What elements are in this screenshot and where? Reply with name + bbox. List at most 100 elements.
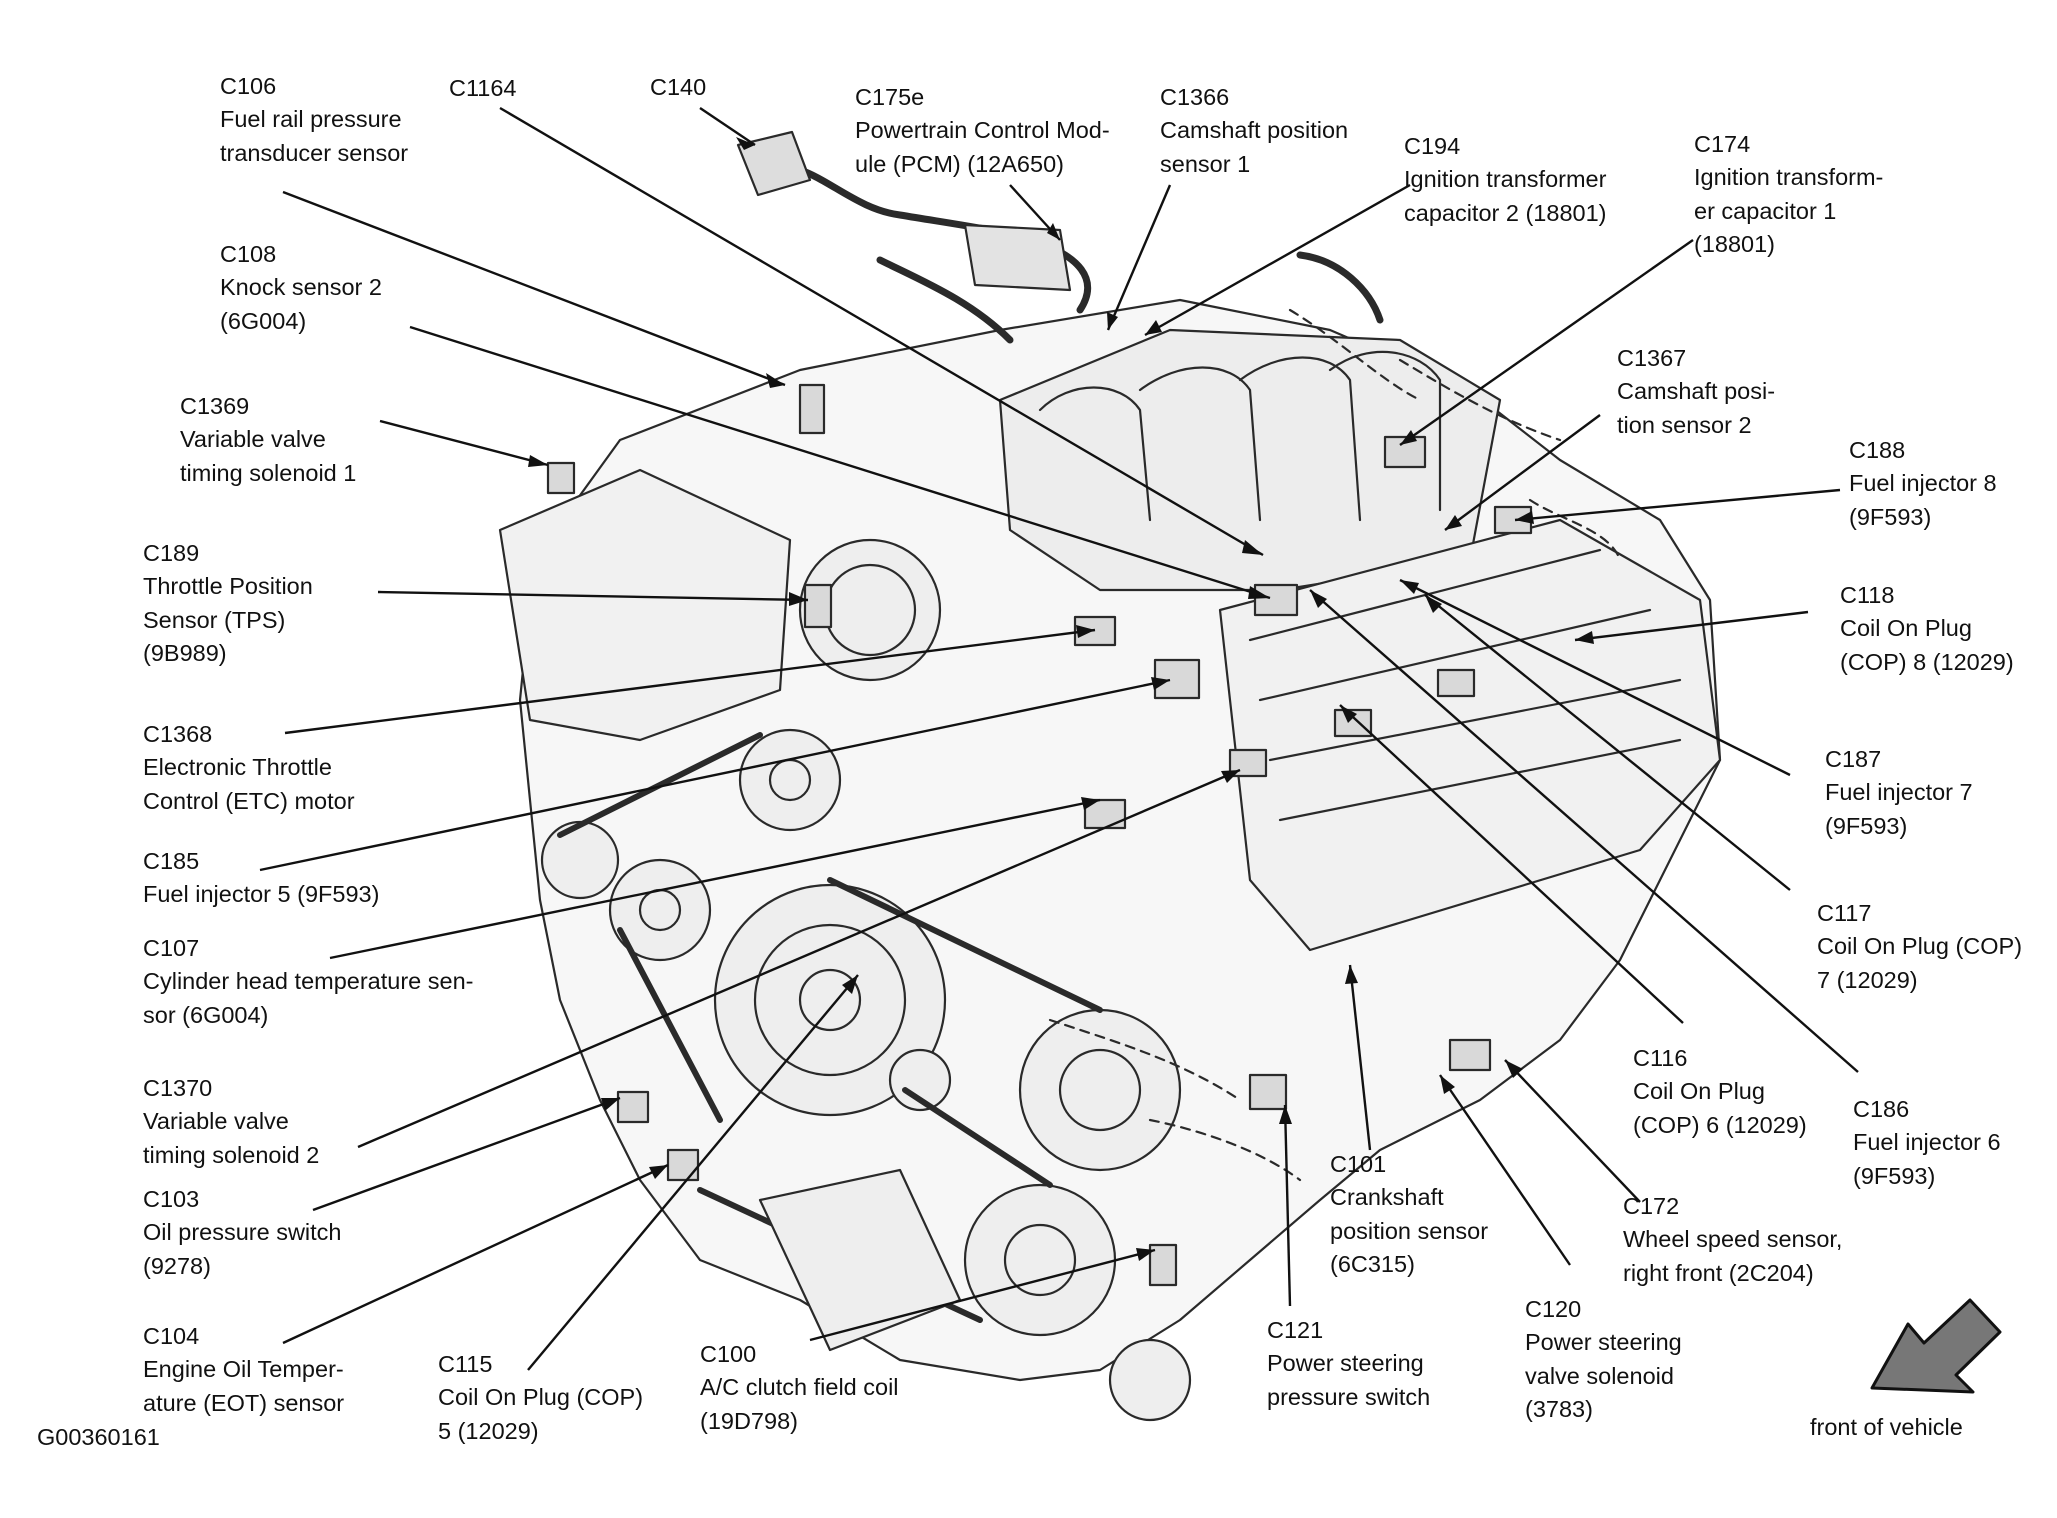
leader-c116 [1339,704,1684,1024]
callout-c140: C140 [650,71,706,104]
connector-code: C1367 [1617,345,1687,371]
leader-c172 [1504,1059,1641,1203]
leader-c189 [377,590,809,602]
connector-code: C185 [143,848,200,874]
connector-code: C188 [1849,437,1906,463]
ps-pulley [1018,1008,1182,1172]
connector-description: Fuel injector 7 (9F593) [1825,779,1973,839]
connector-description: Throttle Position Sensor (TPS) (9B989) [143,573,313,667]
connector-description: Coil On Plug (COP) 5 (12029) [438,1384,644,1444]
leader-c187 [1399,578,1791,777]
connector-code: C100 [700,1341,757,1367]
pcm-module [963,223,1072,292]
valve-cover-left [498,468,792,742]
connector-code: C1164 [449,75,517,101]
connector-code: C103 [143,1186,200,1212]
leader-c118 [1574,610,1809,642]
leader-c100 [809,1248,1156,1342]
connector-code: C106 [220,73,277,99]
connector-code: C140 [650,74,707,100]
connector-description: Fuel injector 5 (9F593) [143,881,380,908]
leader-c186 [1309,589,1859,1073]
valve-cover-right [1218,518,1722,952]
connector-description: Coil On Plug (COP) 8 (12029) [1840,615,2014,675]
connector-description: Power steering valve solenoid (3783) [1525,1329,1682,1423]
leader-c188 [1514,488,1841,522]
crank-pulley [713,883,947,1117]
connector-code: C117 [1817,900,1872,926]
leader-c1369 [379,419,549,467]
leader-c117 [1424,594,1791,891]
connector-code: C118 [1840,582,1895,608]
connector-description: A/C clutch field coil (19D798) [700,1374,899,1434]
connector-description: Coil On Plug (COP) 7 (12029) [1817,933,2023,993]
leader-c1368 [284,628,1096,735]
connector-code: C107 [143,935,200,961]
figure-id: G00360161 [37,1424,160,1450]
leader-c106 [282,190,786,387]
hidden-harness [1048,308,1622,1182]
connector-code: C104 [143,1323,200,1349]
throttle-body [798,538,942,682]
connector-description: Fuel injector 6 (9F593) [1853,1129,2001,1189]
leader-c103 [312,1096,621,1212]
connector-description: Power steering pressure switch [1267,1350,1431,1410]
connector-description: Powertrain Control Mod- ule (PCM) (12A65… [855,117,1110,177]
tensioner-pulley [738,728,842,832]
connector-description: Coil On Plug (COP) 6 (12029) [1633,1078,1807,1138]
leader-c185 [259,678,1171,872]
ac-pulley [963,1183,1117,1337]
front-of-vehicle-arrow-icon [1870,1298,2002,1394]
connector-code: C186 [1853,1096,1910,1122]
connector-description: Engine Oil Temper- ature (EOT) sensor [143,1356,345,1416]
connector-description: Variable valve timing solenoid 2 [143,1108,320,1168]
connector-code: C115 [438,1351,493,1377]
leader-c140 [699,107,756,146]
leader-c1164 [499,106,1264,557]
connector-description: Fuel injector 8 (9F593) [1849,470,1997,530]
connector-code: C194 [1404,133,1461,159]
leader-c194 [1144,183,1411,337]
leader-c121 [1283,1104,1292,1307]
connector-code: C1366 [1160,84,1230,110]
connector-description: Fuel rail pressure transducer sensor [220,106,409,166]
connector-description: Crankshaft position sensor (6C315) [1330,1184,1489,1278]
connector-code: C174 [1694,131,1751,157]
connector-description: Oil pressure switch (9278) [143,1219,342,1279]
connector-description: Cylinder head temperature sen- sor (6G00… [143,968,474,1028]
connector-description: Ignition transformer capacitor 2 (18801) [1404,166,1607,226]
leader-c1370 [357,768,1241,1149]
connector-description: Camshaft posi- tion sensor 2 [1617,378,1776,438]
leader-lines [259,106,1859,1371]
connector-code: C1369 [180,393,250,419]
callout-c1164: C1164 [449,72,517,105]
drive-belt [557,732,1103,1323]
c140-connector [736,130,812,197]
leader-c101 [1348,964,1372,1151]
leader-c108 [409,325,1271,600]
connector-code: C1368 [143,721,213,747]
connector-description: Wheel speed sensor, right front (2C204) [1623,1226,1843,1286]
